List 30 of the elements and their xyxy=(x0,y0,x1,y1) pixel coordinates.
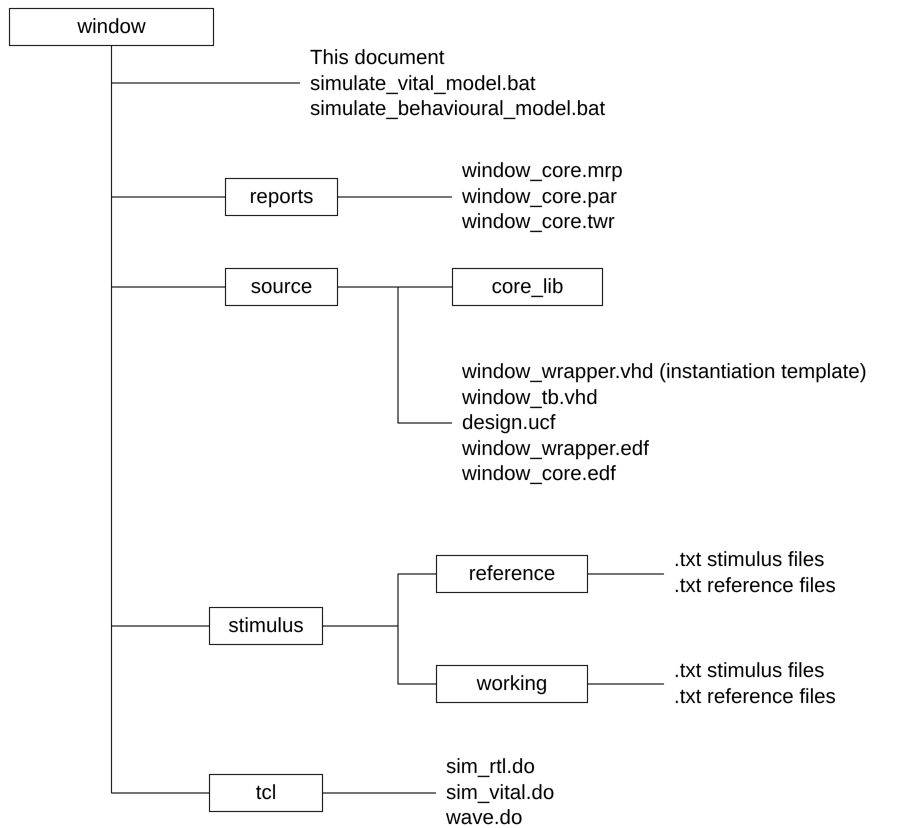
file-name: window_core.edf xyxy=(462,461,617,487)
file-name: design.ucf xyxy=(462,410,556,436)
file-name: .txt reference files xyxy=(674,684,836,710)
folder-box: working xyxy=(436,665,588,703)
file-name: sim_vital.do xyxy=(446,780,554,806)
folder-box: reference xyxy=(436,555,588,593)
file-name: simulate_behavioural_model.bat xyxy=(310,96,606,122)
file-name: simulate_vital_model.bat xyxy=(310,70,537,96)
file-name: .txt reference files xyxy=(674,572,836,598)
connector-line xyxy=(322,792,436,794)
connector-line xyxy=(338,286,452,424)
file-name: window_core.twr xyxy=(462,209,616,235)
file-name: wave.do xyxy=(446,805,524,828)
folder-box: stimulus xyxy=(209,607,323,645)
connector-line xyxy=(338,196,452,198)
file-name: .txt stimulus files xyxy=(674,547,826,573)
file-name: This document xyxy=(310,45,446,71)
folder-box: source xyxy=(225,268,338,306)
folder-box: window xyxy=(9,8,214,46)
file-name: window_tb.vhd xyxy=(462,384,599,410)
connector-line xyxy=(322,626,436,684)
file-name: sim_rtl.do xyxy=(446,754,536,780)
file-name: window_core.mrp xyxy=(462,158,623,184)
folder-box: core_lib xyxy=(452,268,603,306)
folder-box: tcl xyxy=(209,774,323,812)
file-name: window_core.par xyxy=(462,184,618,210)
folder-box: reports xyxy=(225,178,338,216)
file-name: window_wrapper.vhd (instantiation template) xyxy=(462,359,867,385)
file-name: .txt stimulus files xyxy=(674,658,826,684)
file-name: window_wrapper.edf xyxy=(462,436,650,462)
